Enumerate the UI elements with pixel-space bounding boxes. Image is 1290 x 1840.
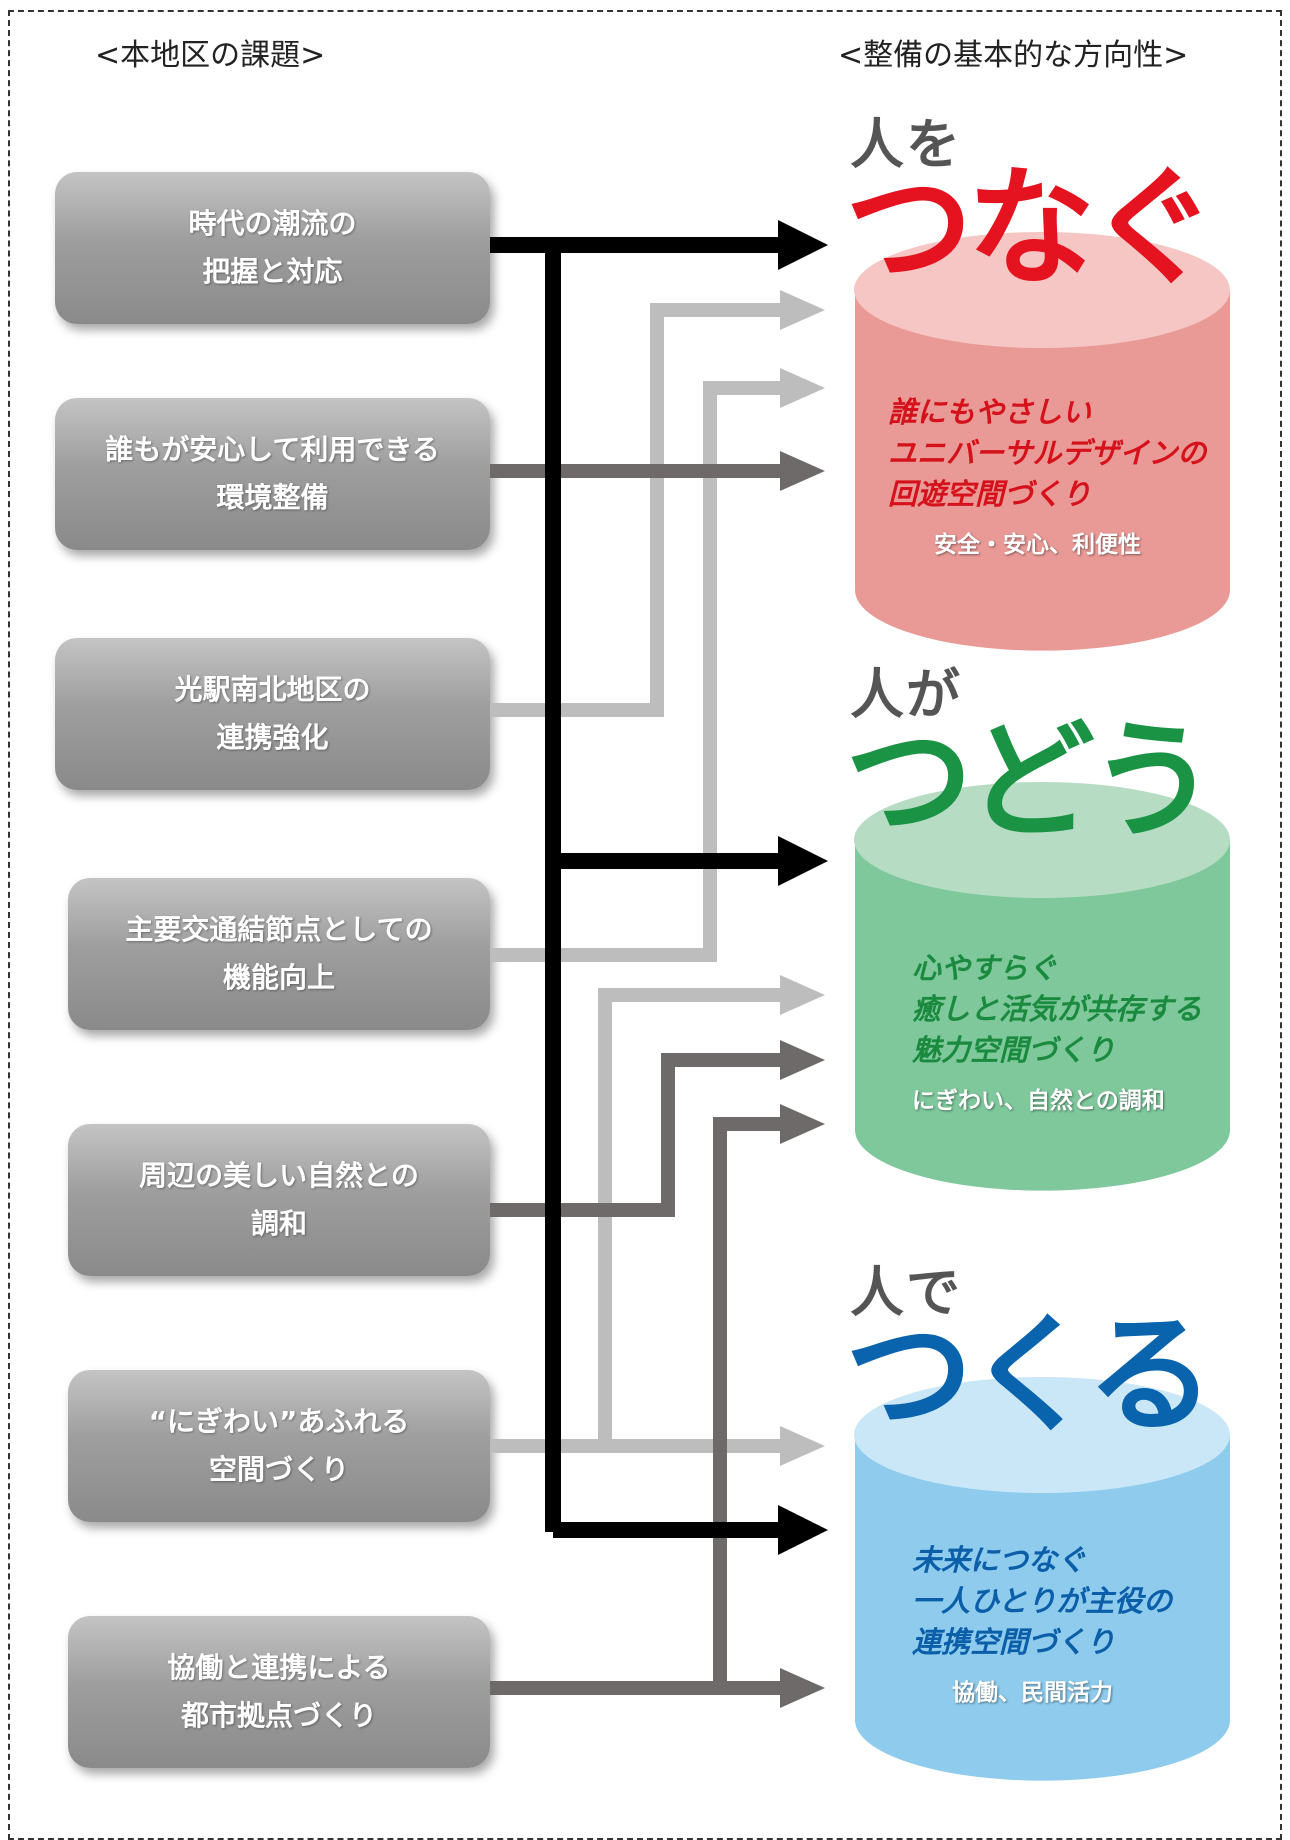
issue-box-transport-node: 主要交通結節点としての 機能向上 (68, 878, 490, 1030)
direction-line: ユニバーサルデザインの (888, 436, 1207, 470)
direction-verb-create: つくる (845, 1301, 1214, 1450)
direction-line: 連携空間づくり (912, 1625, 1116, 1659)
issue-line: 空間づくり (208, 1453, 349, 1486)
direction-line: 未来につなぐ (912, 1543, 1087, 1577)
issue-line: 時代の潮流の (188, 207, 357, 240)
direction-text-create: 未来につなぐ 一人ひとりが主役の 連携空間づくり 協働、民間活力 (912, 1540, 1172, 1707)
issues-heading: <本地区の課題> (95, 38, 326, 73)
issue-line: 機能向上 (222, 961, 335, 994)
direction-prefix: 人で (850, 1261, 962, 1324)
cylinder-connect (854, 232, 1230, 651)
direction-subtext: 安全・安心、利便性 (934, 532, 1141, 558)
arrowheads-light (780, 290, 825, 1466)
issue-line: 光駅南北地区の (174, 673, 371, 706)
cylinder-create (854, 1377, 1230, 1781)
connectors-dark (490, 464, 790, 1695)
issue-line: 把握と対応 (202, 255, 343, 288)
direction-subtext: 協働、民間活力 (952, 1680, 1113, 1706)
connectors-black (490, 237, 790, 1538)
issue-box-north-south: 光駅南北地区の 連携強化 (55, 638, 490, 790)
connectors-light (490, 303, 790, 1453)
issue-line: 環境整備 (216, 481, 329, 514)
direction-verb-connect: つなぐ (845, 154, 1217, 303)
direction-line: 一人ひとりが主役の (912, 1584, 1173, 1618)
direction-line: 回遊空間づくり (888, 477, 1092, 511)
issue-box-nature: 周辺の美しい自然との 調和 (68, 1124, 490, 1276)
direction-line: 魅力空間づくり (912, 1033, 1116, 1067)
arrowheads-black (778, 220, 828, 1555)
issue-box-collaboration: 協働と連携による 都市拠点づくり (68, 1616, 490, 1768)
direction-subtext: にぎわい、自然との調和 (912, 1088, 1165, 1114)
direction-text-gather: 心やすらぐ 癒しと活気が共存する 魅力空間づくり にぎわい、自然との調和 (912, 948, 1202, 1115)
cylinder-gather (854, 782, 1230, 1191)
issue-line: 主要交通結節点としての (125, 913, 433, 946)
issue-box-environment: 誰もが安心して利用できる 環境整備 (55, 398, 490, 550)
direction-text-connect: 誰にもやさしい ユニバーサルデザインの 回遊空間づくり 安全・安心、利便性 (888, 392, 1206, 559)
issue-box-bustle: “にぎわい”あふれる 空間づくり (68, 1370, 490, 1522)
issue-box-trends: 時代の潮流の 把握と対応 (55, 172, 490, 324)
arrowheads-dark (780, 451, 825, 1708)
issue-line: 都市拠点づくり (180, 1699, 377, 1732)
issue-line: 協働と連携による (167, 1651, 391, 1684)
direction-line: 誰にもやさしい (888, 395, 1092, 429)
issue-line: “にぎわい”あふれる (148, 1405, 410, 1438)
issue-line: 周辺の美しい自然との (139, 1159, 419, 1192)
issue-line: 誰もが安心して利用できる (105, 433, 440, 466)
directions-heading: <整備の基本的な方向性> (838, 38, 1189, 73)
direction-prefix: 人を (850, 113, 962, 176)
issue-line: 連携強化 (216, 721, 329, 754)
direction-verb-gather: つどう (845, 707, 1217, 856)
direction-line: 癒しと活気が共存する (912, 992, 1203, 1026)
direction-line: 心やすらぐ (912, 951, 1058, 985)
issue-line: 調和 (250, 1207, 307, 1240)
direction-prefix: 人が (850, 663, 962, 726)
